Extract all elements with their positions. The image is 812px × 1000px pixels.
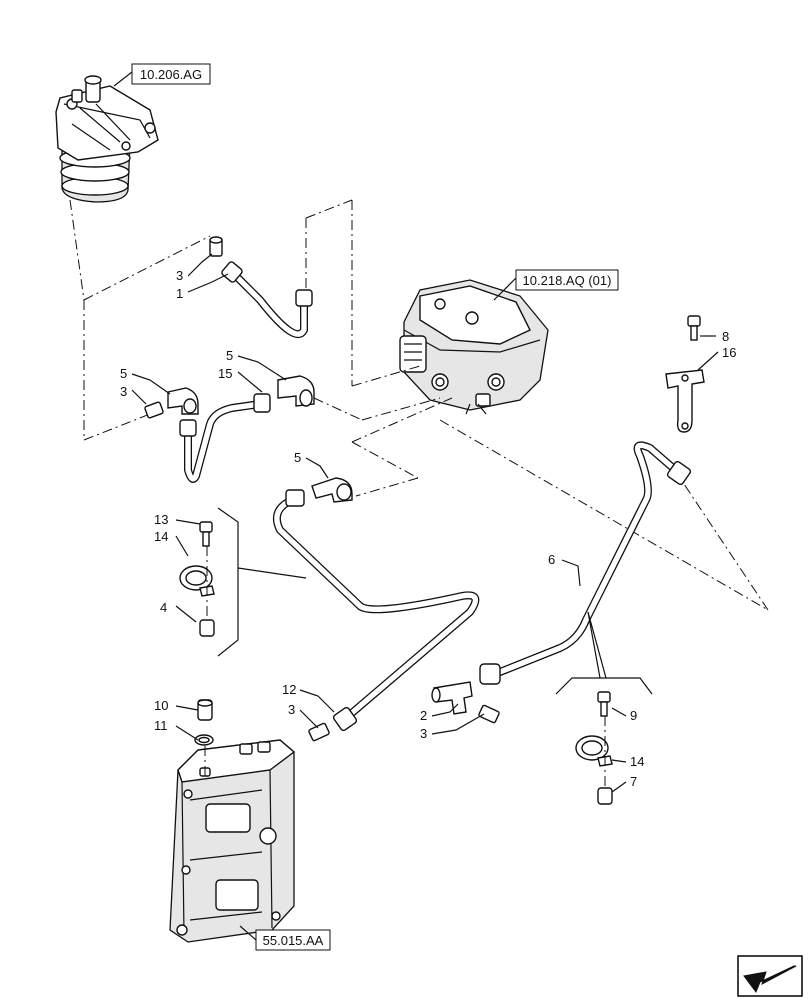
fuel-pipe-15: [179, 393, 271, 483]
fuel-pipe-12: [273, 489, 480, 732]
fitting-upper-adapter: [209, 236, 223, 257]
adapter-fitting-left: [144, 401, 164, 419]
callout-7: 7: [630, 774, 637, 789]
fuel-pipe-1: [221, 261, 313, 339]
adapter-fitting-right: [478, 704, 500, 724]
elbow-fitting-lower: [311, 477, 353, 503]
callout-3: 3: [176, 268, 183, 283]
svg-text:10.206.AG: 10.206.AG: [140, 67, 202, 82]
elbow-fitting-middle: [277, 375, 315, 407]
fuel-filter-assembly: [55, 75, 159, 203]
callout-3: 3: [288, 702, 295, 717]
back-arrow-icon[interactable]: [737, 955, 803, 997]
callout-15: 15: [218, 366, 232, 381]
ref-module-label[interactable]: 55.015.AA: [239, 925, 331, 951]
svg-text:55.015.AA: 55.015.AA: [263, 933, 324, 948]
callout-numbers: 3 1 5 3 5 15 5 13 14 4 8 16 6 10 11 12 3…: [120, 268, 736, 789]
callout-5: 5: [294, 450, 301, 465]
callout-8: 8: [722, 329, 729, 344]
clamp-set-left: [179, 507, 307, 657]
assembly-leader-lines: [69, 199, 769, 611]
adapter-fitting-module: [308, 722, 330, 742]
callout-16: 16: [722, 345, 736, 360]
control-module-assembly: [169, 739, 296, 943]
callout-2: 2: [420, 708, 427, 723]
callout-leaders: [131, 253, 719, 793]
fuel-pipe-6: [479, 441, 692, 685]
bracket-16: [665, 369, 705, 433]
ref-pump-label[interactable]: 10.218.AQ (01): [493, 269, 619, 301]
callout-9: 9: [630, 708, 637, 723]
callout-10: 10: [154, 698, 168, 713]
callout-11: 11: [154, 718, 168, 733]
tee-fitting: [431, 681, 473, 715]
callout-1: 1: [176, 286, 183, 301]
clamp-set-right: [555, 611, 653, 805]
callout-5: 5: [226, 348, 233, 363]
callout-6: 6: [548, 552, 555, 567]
elbow-fitting-left: [167, 387, 199, 415]
fitting-10-and-seal-11: [194, 699, 214, 776]
callout-3: 3: [120, 384, 127, 399]
callout-3: 3: [420, 726, 427, 741]
bolt-8: [687, 315, 701, 341]
callout-14: 14: [154, 529, 168, 544]
callout-13: 13: [154, 512, 168, 527]
injection-pump-assembly: [399, 279, 549, 415]
callout-4: 4: [160, 600, 167, 615]
svg-text:10.218.AQ (01): 10.218.AQ (01): [523, 273, 612, 288]
callout-5: 5: [120, 366, 127, 381]
callout-14: 14: [630, 754, 644, 769]
ref-filter-label[interactable]: 10.206.AG: [113, 63, 211, 87]
callout-12: 12: [282, 682, 296, 697]
